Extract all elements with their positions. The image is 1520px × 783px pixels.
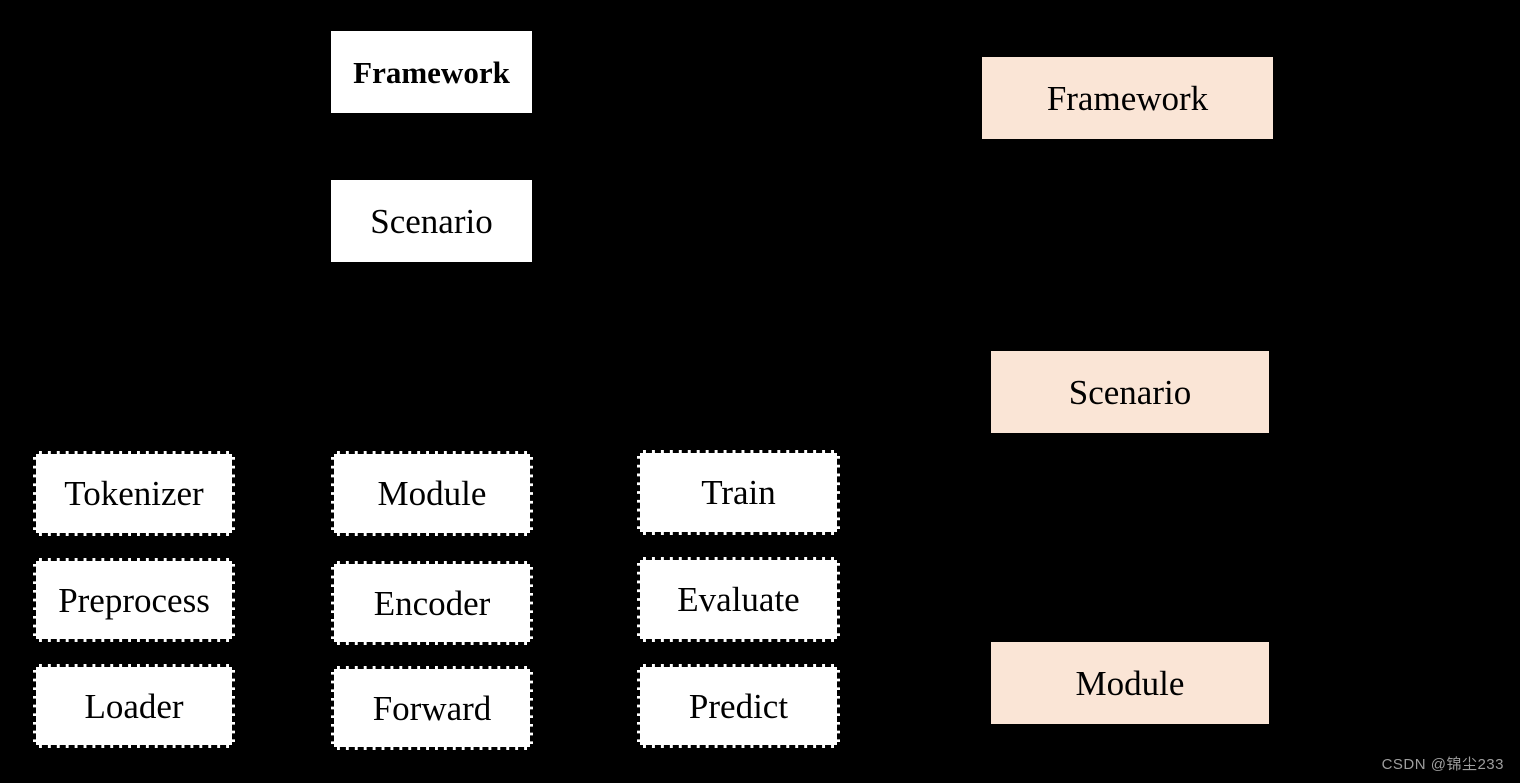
left-scenario-box: Scenario	[331, 180, 532, 262]
preprocess-box: Preprocess	[33, 558, 235, 642]
right-framework-box: Framework	[982, 57, 1273, 139]
train-box: Train	[637, 450, 840, 535]
right-scenario-box: Scenario	[991, 351, 1269, 433]
evaluate-box: Evaluate	[637, 557, 840, 642]
encoder-box: Encoder	[331, 561, 533, 645]
predict-box: Predict	[637, 664, 840, 748]
csdn-watermark: CSDN @锦尘233	[1381, 756, 1504, 773]
loader-box: Loader	[33, 664, 235, 748]
forward-box: Forward	[331, 666, 533, 750]
left-framework-box: Framework	[331, 31, 532, 113]
right-module-box: Module	[991, 642, 1269, 724]
tokenizer-box: Tokenizer	[33, 451, 235, 536]
module-box: Module	[331, 451, 533, 536]
